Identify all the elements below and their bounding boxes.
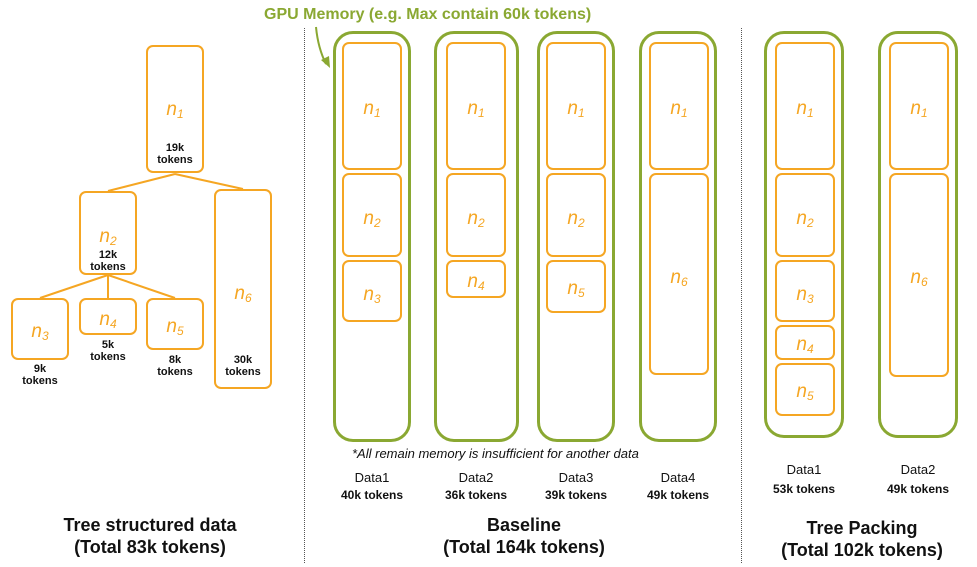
packing-data1-tokens: 53k tokens [772,482,836,496]
packing-section-title: Tree Packing(Total 102k tokens) [781,518,943,560]
packing-data2-name: Data2 [900,462,936,477]
baseline-data1-tokens: 40k tokens [340,488,404,502]
tree-node-n2: n2 12k tokens [79,191,137,275]
packing-data1-name: Data1 [786,462,822,477]
gpu-memory-label: GPU Memory (e.g. Max contain 60k tokens) [264,6,592,23]
tree-section-title: Tree structured data(Total 83k tokens) [63,515,237,557]
baseline-data2-n2: n2 [446,173,506,257]
baseline-data3-name: Data3 [558,470,594,485]
baseline-data1-n2: n2 [342,173,402,257]
packing-data2-tokens: 49k tokens [886,482,950,496]
packing-data1-n3: n3 [775,260,835,322]
tree-node-n4-tokens: 5k tokens [90,339,126,363]
packing-data2-n6: n6 [889,173,949,377]
gpu-arrow-icon [315,26,330,68]
packing-data1-n4: n4 [775,325,835,360]
tree-node-n3-tokens: 9k tokens [22,363,58,387]
tree-node-n6: n6 30k tokens [214,189,272,389]
baseline-data2-n1: n1 [446,42,506,170]
baseline-section-title: Baseline(Total 164k tokens) [443,515,605,557]
tree-node-n5: n5 [146,298,204,350]
baseline-note: *All remain memory is insufficient for a… [352,446,639,461]
baseline-data3-n2: n2 [546,173,606,257]
tree-node-n1: n1 19k tokens [146,45,204,173]
baseline-data1-n3: n3 [342,260,402,322]
tree-node-n3: n3 [11,298,69,360]
separator-left [304,28,305,563]
baseline-data1-n1: n1 [342,42,402,170]
baseline-data4-n6: n6 [649,173,709,375]
baseline-data3-n5: n5 [546,260,606,313]
baseline-data3-n1: n1 [546,42,606,170]
baseline-data2-n4: n4 [446,260,506,298]
baseline-data3-tokens: 39k tokens [544,488,608,502]
separator-right [741,28,742,563]
tree-node-n4: n4 [79,298,137,335]
baseline-data2-tokens: 36k tokens [444,488,508,502]
baseline-data4-name: Data4 [660,470,696,485]
baseline-data2-name: Data2 [458,470,494,485]
baseline-data1-name: Data1 [354,470,390,485]
packing-data1-n2: n2 [775,173,835,257]
tree-edges [39,173,244,299]
packing-data1-n5: n5 [775,363,835,416]
baseline-data4-tokens: 49k tokens [646,488,710,502]
packing-data2-n1: n1 [889,42,949,170]
baseline-data4-n1: n1 [649,42,709,170]
tree-node-n5-tokens: 8k tokens [157,354,193,378]
packing-data1-n1: n1 [775,42,835,170]
